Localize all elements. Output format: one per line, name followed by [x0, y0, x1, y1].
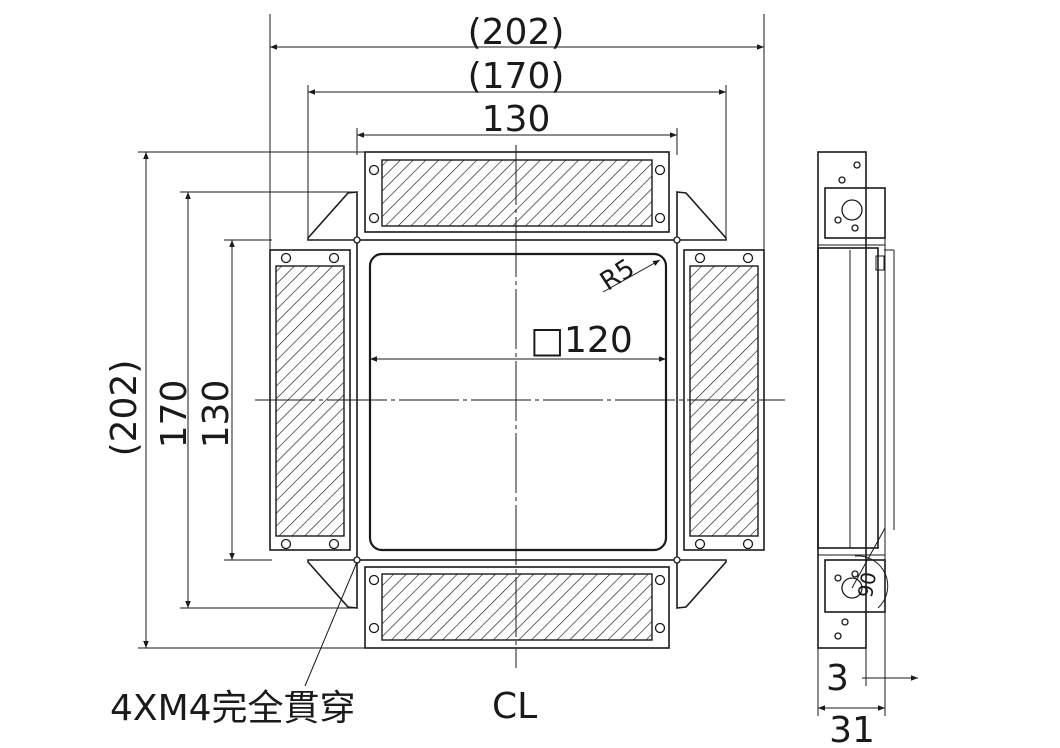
dim-height-mid: 170	[154, 380, 195, 449]
m4-hole-icon	[673, 556, 681, 564]
pad-left-hatch	[275, 265, 345, 537]
side-view: 90 3 31	[817, 151, 918, 748]
screw-icon	[654, 164, 666, 176]
hole-note-leader	[304, 561, 358, 687]
dim-offset: 3	[826, 658, 849, 699]
screw-icon	[654, 574, 666, 586]
pad-bottom-hatch	[381, 573, 653, 641]
screw-icon	[368, 212, 380, 224]
screw-icon	[654, 622, 666, 634]
dim-angle: 90	[853, 570, 881, 599]
pad-top-frame	[364, 151, 670, 233]
hole-icon	[838, 176, 846, 184]
top-view: (202) (170) 130 (202) 170 130 □120 R5 4X…	[104, 12, 785, 729]
angle-arc	[854, 555, 889, 609]
dim-width-outer: (202)	[468, 12, 565, 53]
screw-icon	[368, 622, 380, 634]
corner-plate-tr	[676, 191, 727, 241]
radius-leader	[602, 259, 661, 293]
hole-icon	[851, 570, 859, 578]
corner-plate-br	[676, 559, 727, 609]
screw-icon	[328, 538, 340, 550]
screw-icon	[368, 574, 380, 586]
corner-plate-tl	[307, 191, 358, 241]
dim-radius: R5	[595, 253, 640, 297]
side-tab	[875, 255, 885, 271]
dim-opening: □120	[530, 320, 633, 361]
pad-top-hatch	[381, 159, 653, 227]
screw-icon	[742, 538, 754, 550]
screw-group	[280, 164, 754, 634]
dim-height-outer: (202)	[104, 360, 145, 457]
m4-hole-icon	[673, 236, 681, 244]
hole-icon	[834, 216, 842, 224]
hole-note: 4XM4完全貫穿	[110, 688, 356, 729]
hole-icon	[841, 618, 849, 626]
dim-width-inner: 130	[482, 99, 551, 140]
dim-width-mid: (170)	[468, 56, 565, 97]
side-body	[817, 247, 879, 549]
screw-icon	[654, 212, 666, 224]
screw-icon	[742, 252, 754, 264]
screw-icon	[328, 252, 340, 264]
inner-opening	[368, 252, 668, 552]
centerline-label: CL	[492, 686, 537, 727]
screw-icon	[280, 538, 292, 550]
screw-icon	[368, 164, 380, 176]
m4-hole-icon	[353, 236, 361, 244]
angle-leg	[851, 527, 886, 589]
hole-icon	[834, 632, 842, 640]
corner-plate-bl	[307, 559, 358, 609]
screw-icon	[280, 252, 292, 264]
side-holes	[834, 161, 863, 640]
dim-thickness: 31	[829, 710, 875, 748]
side-bracket-bottom	[824, 559, 886, 613]
pad-bottom-frame	[364, 566, 670, 649]
screw-icon	[694, 252, 706, 264]
hole-icon	[853, 161, 861, 169]
screw-icon	[694, 538, 706, 550]
hole-icon	[851, 224, 859, 232]
pad-right-hatch	[689, 265, 759, 537]
hole-icon	[834, 574, 842, 582]
knob-icon	[841, 199, 863, 221]
dim-height-inner: 130	[196, 380, 237, 449]
